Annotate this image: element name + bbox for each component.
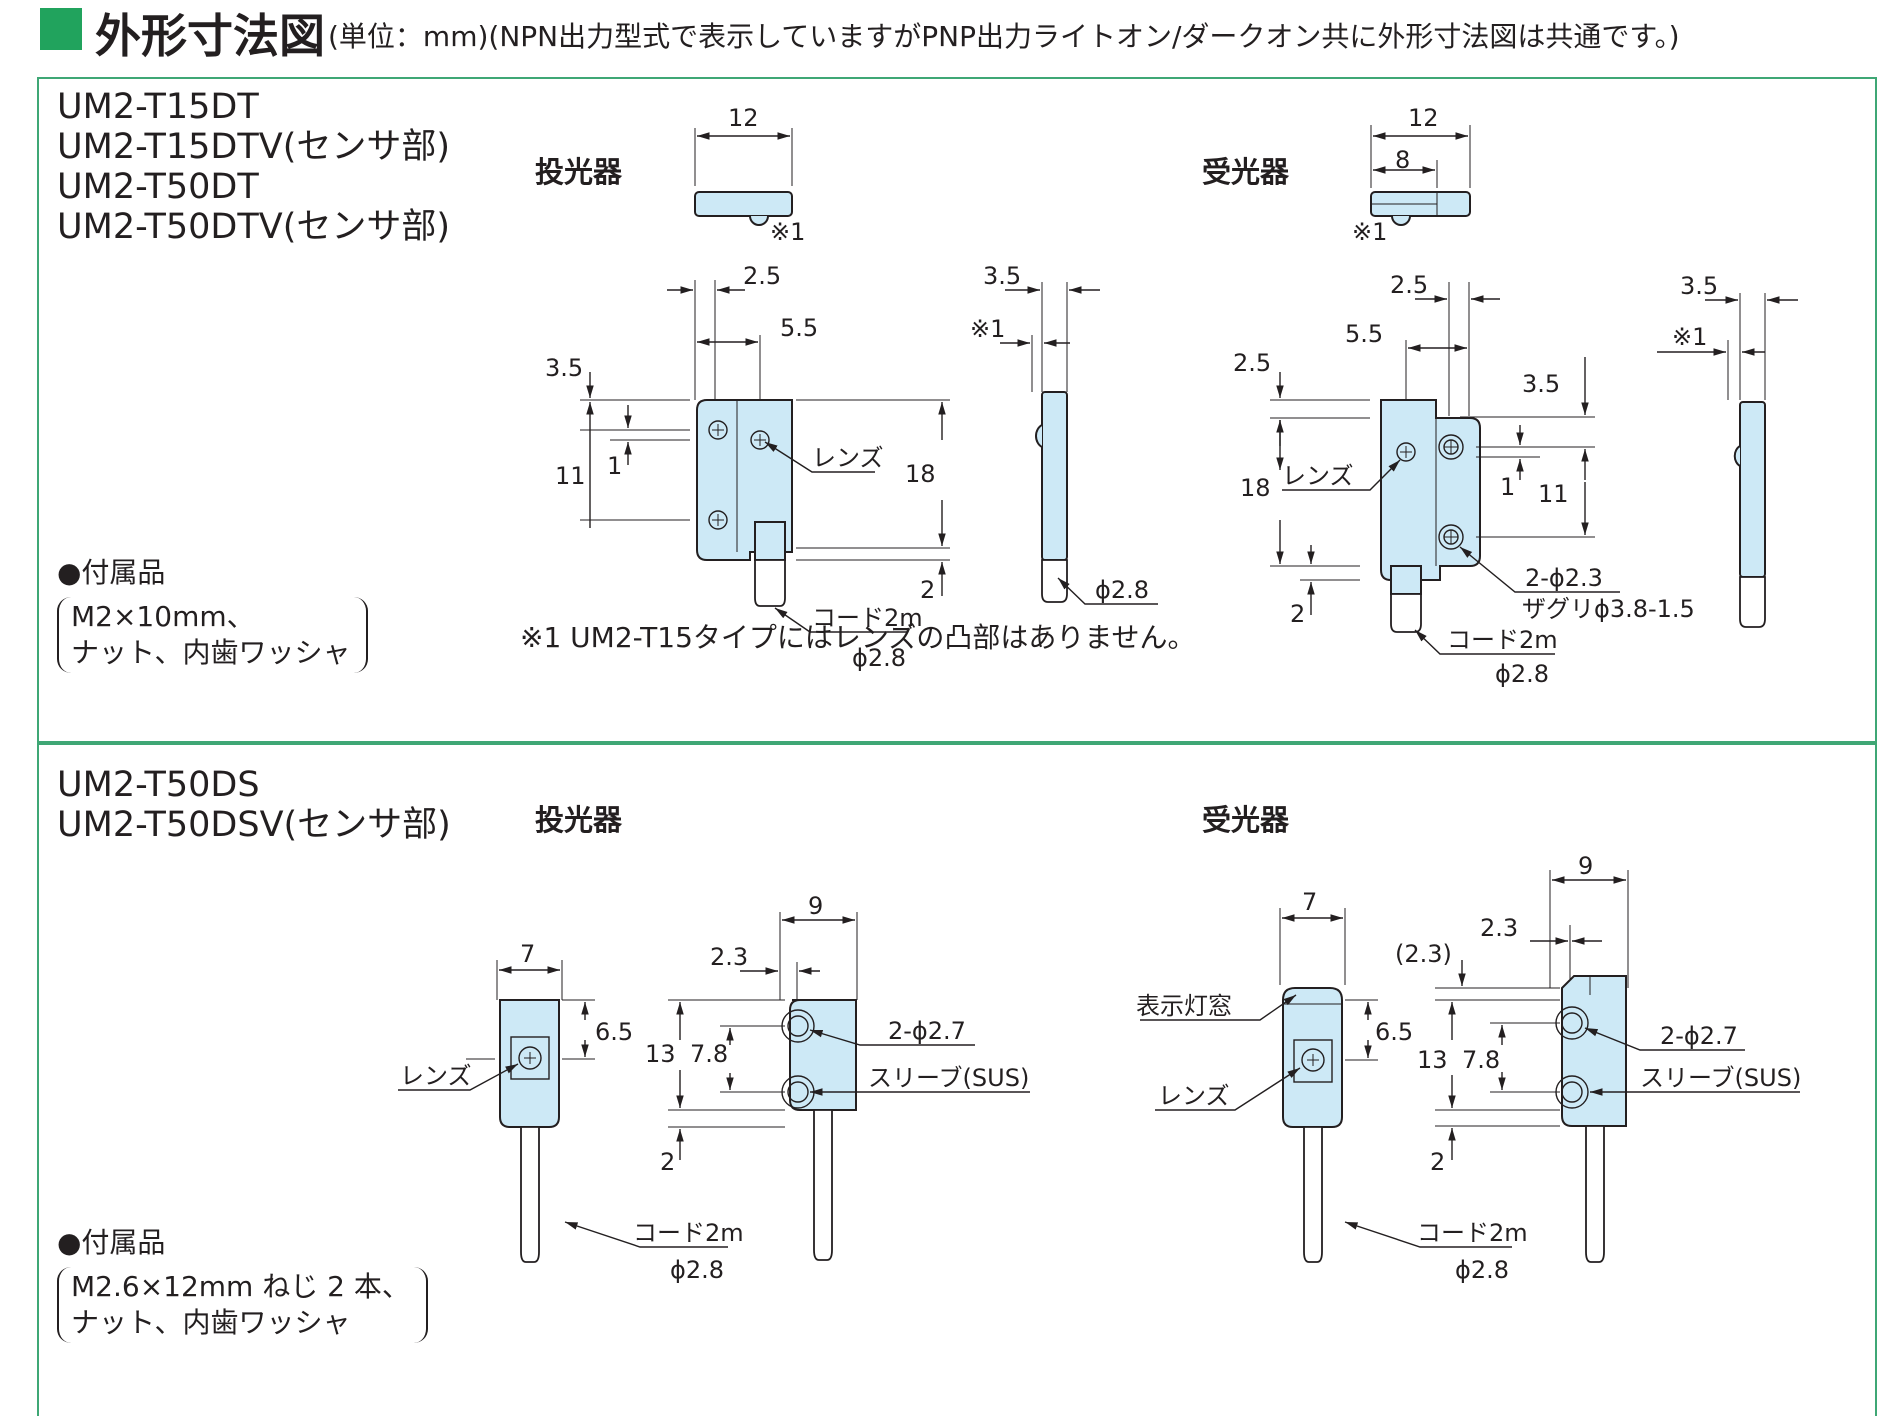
dim-label: 12: [728, 104, 759, 132]
accessory-item: ナット、内歯ワッシャ: [71, 1306, 351, 1339]
dim-label: 1: [1500, 473, 1515, 501]
ds-emitter-front-view: 7 6.5 レンズ コード2m: [398, 940, 744, 1263]
footnote: ※1 UM2-T15タイプにはレンズの凸部はありません。: [520, 621, 1196, 654]
page-subtitle: (単位：mm)(NPN出力型式で表示していますがPNP出力ライトオン/ダークオン…: [328, 20, 1680, 53]
accessories-list: M2.6×12mm ねじ 2 本、 ナット、内歯ワッシャ: [57, 1267, 428, 1343]
hole-label: 2-ϕ2.7: [888, 1017, 966, 1045]
dim-label: 5.5: [780, 314, 818, 342]
dim-label: 2: [920, 576, 935, 604]
lens-label: レンズ: [812, 444, 884, 472]
dim-label: 2.3: [710, 943, 748, 971]
dim-label: 7.8: [1462, 1046, 1500, 1074]
accessory-item: M2×10mm、: [71, 600, 255, 633]
emitter-front-view: 2.5 5.5 3.5 11 1 18 2 レンズ コード2m ϕ2.8: [545, 262, 950, 672]
dim-label: 3.5: [983, 262, 1021, 290]
dim-label: 11: [1538, 480, 1569, 508]
panel-um2-t15-t50-dt: UM2-T15DT UM2-T15DTV(センサ部) UM2-T50DT UM2…: [37, 77, 1877, 743]
accessories-title: ●付属品: [57, 556, 166, 589]
lens-label: レンズ: [400, 1062, 472, 1090]
dim-label: 6.5: [1375, 1018, 1413, 1046]
accessories-block: ●付属品 M2×10mm、 ナット、内歯ワッシャ: [57, 555, 369, 673]
hole-label: 2-ϕ2.3: [1525, 564, 1603, 592]
panel-um2-t50ds: UM2-T50DS UM2-T50DSV(センサ部) ●付属品 M2.6×12m…: [37, 743, 1877, 1416]
dim-label: 3.5: [1522, 370, 1560, 398]
receiver-label: 受光器: [1202, 803, 1290, 837]
accessory-item: ナット、内歯ワッシャ: [71, 636, 351, 669]
emitter-label: 投光器: [535, 155, 623, 189]
counterbore-label: ザグリϕ3.8-1.5: [1522, 595, 1695, 623]
cord-label: コード2m: [1417, 1219, 1528, 1247]
dim-label: 13: [1417, 1046, 1448, 1074]
dim-label: 9: [1578, 852, 1593, 880]
cord-label: コード2m: [1447, 626, 1558, 654]
receiver-label: 受光器: [1202, 155, 1290, 189]
hole-label: 2-ϕ2.7: [1660, 1022, 1738, 1050]
dim-label: 7: [520, 940, 535, 968]
cord-diameter: ϕ2.8: [670, 1256, 724, 1284]
section-marker-square: [40, 8, 82, 50]
dim-label: 12: [1408, 104, 1439, 132]
accessories-list: M2×10mm、 ナット、内歯ワッシャ: [57, 597, 369, 673]
dim-label: 2.5: [1390, 271, 1428, 299]
ds-emitter-side-view: 9 2.3 13 7.8 2 2-ϕ2.7 スリーブ(SUS) ϕ2.8: [645, 892, 1030, 1284]
receiver-top-view: 12 8 ※1: [1352, 104, 1471, 246]
dim-label: 6.5: [595, 1018, 633, 1046]
sleeve-label: スリーブ(SUS): [868, 1064, 1029, 1092]
model-name: UM2-T15DTV(センサ部): [57, 127, 450, 167]
receiver-front-view: 2.5 5.5 2.5 18 2 3.5 1: [1233, 271, 1695, 688]
cord-label: コード2m: [812, 604, 923, 632]
emitter-top-view: 12 ※1: [694, 104, 805, 246]
cord-label: コード2m: [633, 1219, 744, 1247]
dim-label: 2.5: [1233, 349, 1271, 377]
lens-label: レンズ: [1158, 1082, 1230, 1110]
page-title: 外形寸法図: [95, 9, 325, 63]
note-mark: ※1: [970, 315, 1005, 343]
dim-label: 13: [645, 1040, 676, 1068]
page-header: 外形寸法図 (単位：mm)(NPN出力型式で表示していますがPNP出力ライトオン…: [0, 0, 1892, 64]
dim-label: 7.8: [690, 1040, 728, 1068]
emitter-label: 投光器: [535, 803, 623, 837]
dim-label: 7: [1302, 888, 1317, 916]
model-name: UM2-T50DT: [57, 167, 259, 207]
receiver-side-view: 3.5 ※1: [1657, 272, 1798, 628]
dim-label: 18: [1240, 474, 1271, 502]
dim-label: 3.5: [1680, 272, 1718, 300]
model-name: UM2-T15DT: [57, 87, 259, 127]
accessories-block: ●付属品 M2.6×12mm ねじ 2 本、 ナット、内歯ワッシャ: [57, 1225, 428, 1343]
dim-label: 9: [808, 892, 823, 920]
accessories-title: ●付属品: [57, 1226, 166, 1259]
indicator-window-label: 表示灯窓: [1136, 992, 1232, 1020]
note-mark: ※1: [1672, 323, 1707, 351]
cord-diameter: ϕ2.8: [1455, 1256, 1509, 1284]
cord-diameter: ϕ2.8: [1495, 660, 1549, 688]
note-mark: ※1: [770, 218, 805, 246]
dim-label: 2: [1430, 1148, 1445, 1176]
dim-label: 18: [905, 460, 936, 488]
sleeve-label: スリーブ(SUS): [1640, 1064, 1801, 1092]
model-name: UM2-T50DS: [57, 765, 260, 805]
dim-label: (2.3): [1395, 940, 1452, 968]
cord-diameter: ϕ2.8: [852, 644, 906, 672]
ds-receiver-side-view: 9 2.3 (2.3) 13 7.8 2 2-ϕ2.7 スリーブ(SUS): [1395, 852, 1801, 1263]
dim-label: 3.5: [545, 354, 583, 382]
note-mark: ※1: [1352, 218, 1387, 246]
cord-diameter: ϕ2.8: [1095, 576, 1149, 604]
model-name: UM2-T50DTV(センサ部): [57, 207, 450, 247]
accessory-item: M2.6×12mm ねじ 2 本、: [71, 1270, 410, 1303]
dim-label: 2: [1290, 600, 1305, 628]
dim-label: 5.5: [1345, 320, 1383, 348]
lens-label: レンズ: [1282, 462, 1354, 490]
dim-label: 2.5: [743, 262, 781, 290]
model-name: UM2-T50DSV(センサ部): [57, 805, 451, 845]
dim-label: 8: [1395, 146, 1410, 174]
emitter-side-view: 3.5 ※1 ϕ2.8: [970, 262, 1158, 605]
dim-label: 2: [660, 1148, 675, 1176]
dim-label: 1: [607, 452, 622, 480]
dim-label: 2.3: [1480, 914, 1518, 942]
dim-label: 11: [555, 462, 586, 490]
ds-receiver-front-view: 7 6.5 表示灯窓 レンズ コード2m ϕ2.8: [1136, 888, 1528, 1284]
